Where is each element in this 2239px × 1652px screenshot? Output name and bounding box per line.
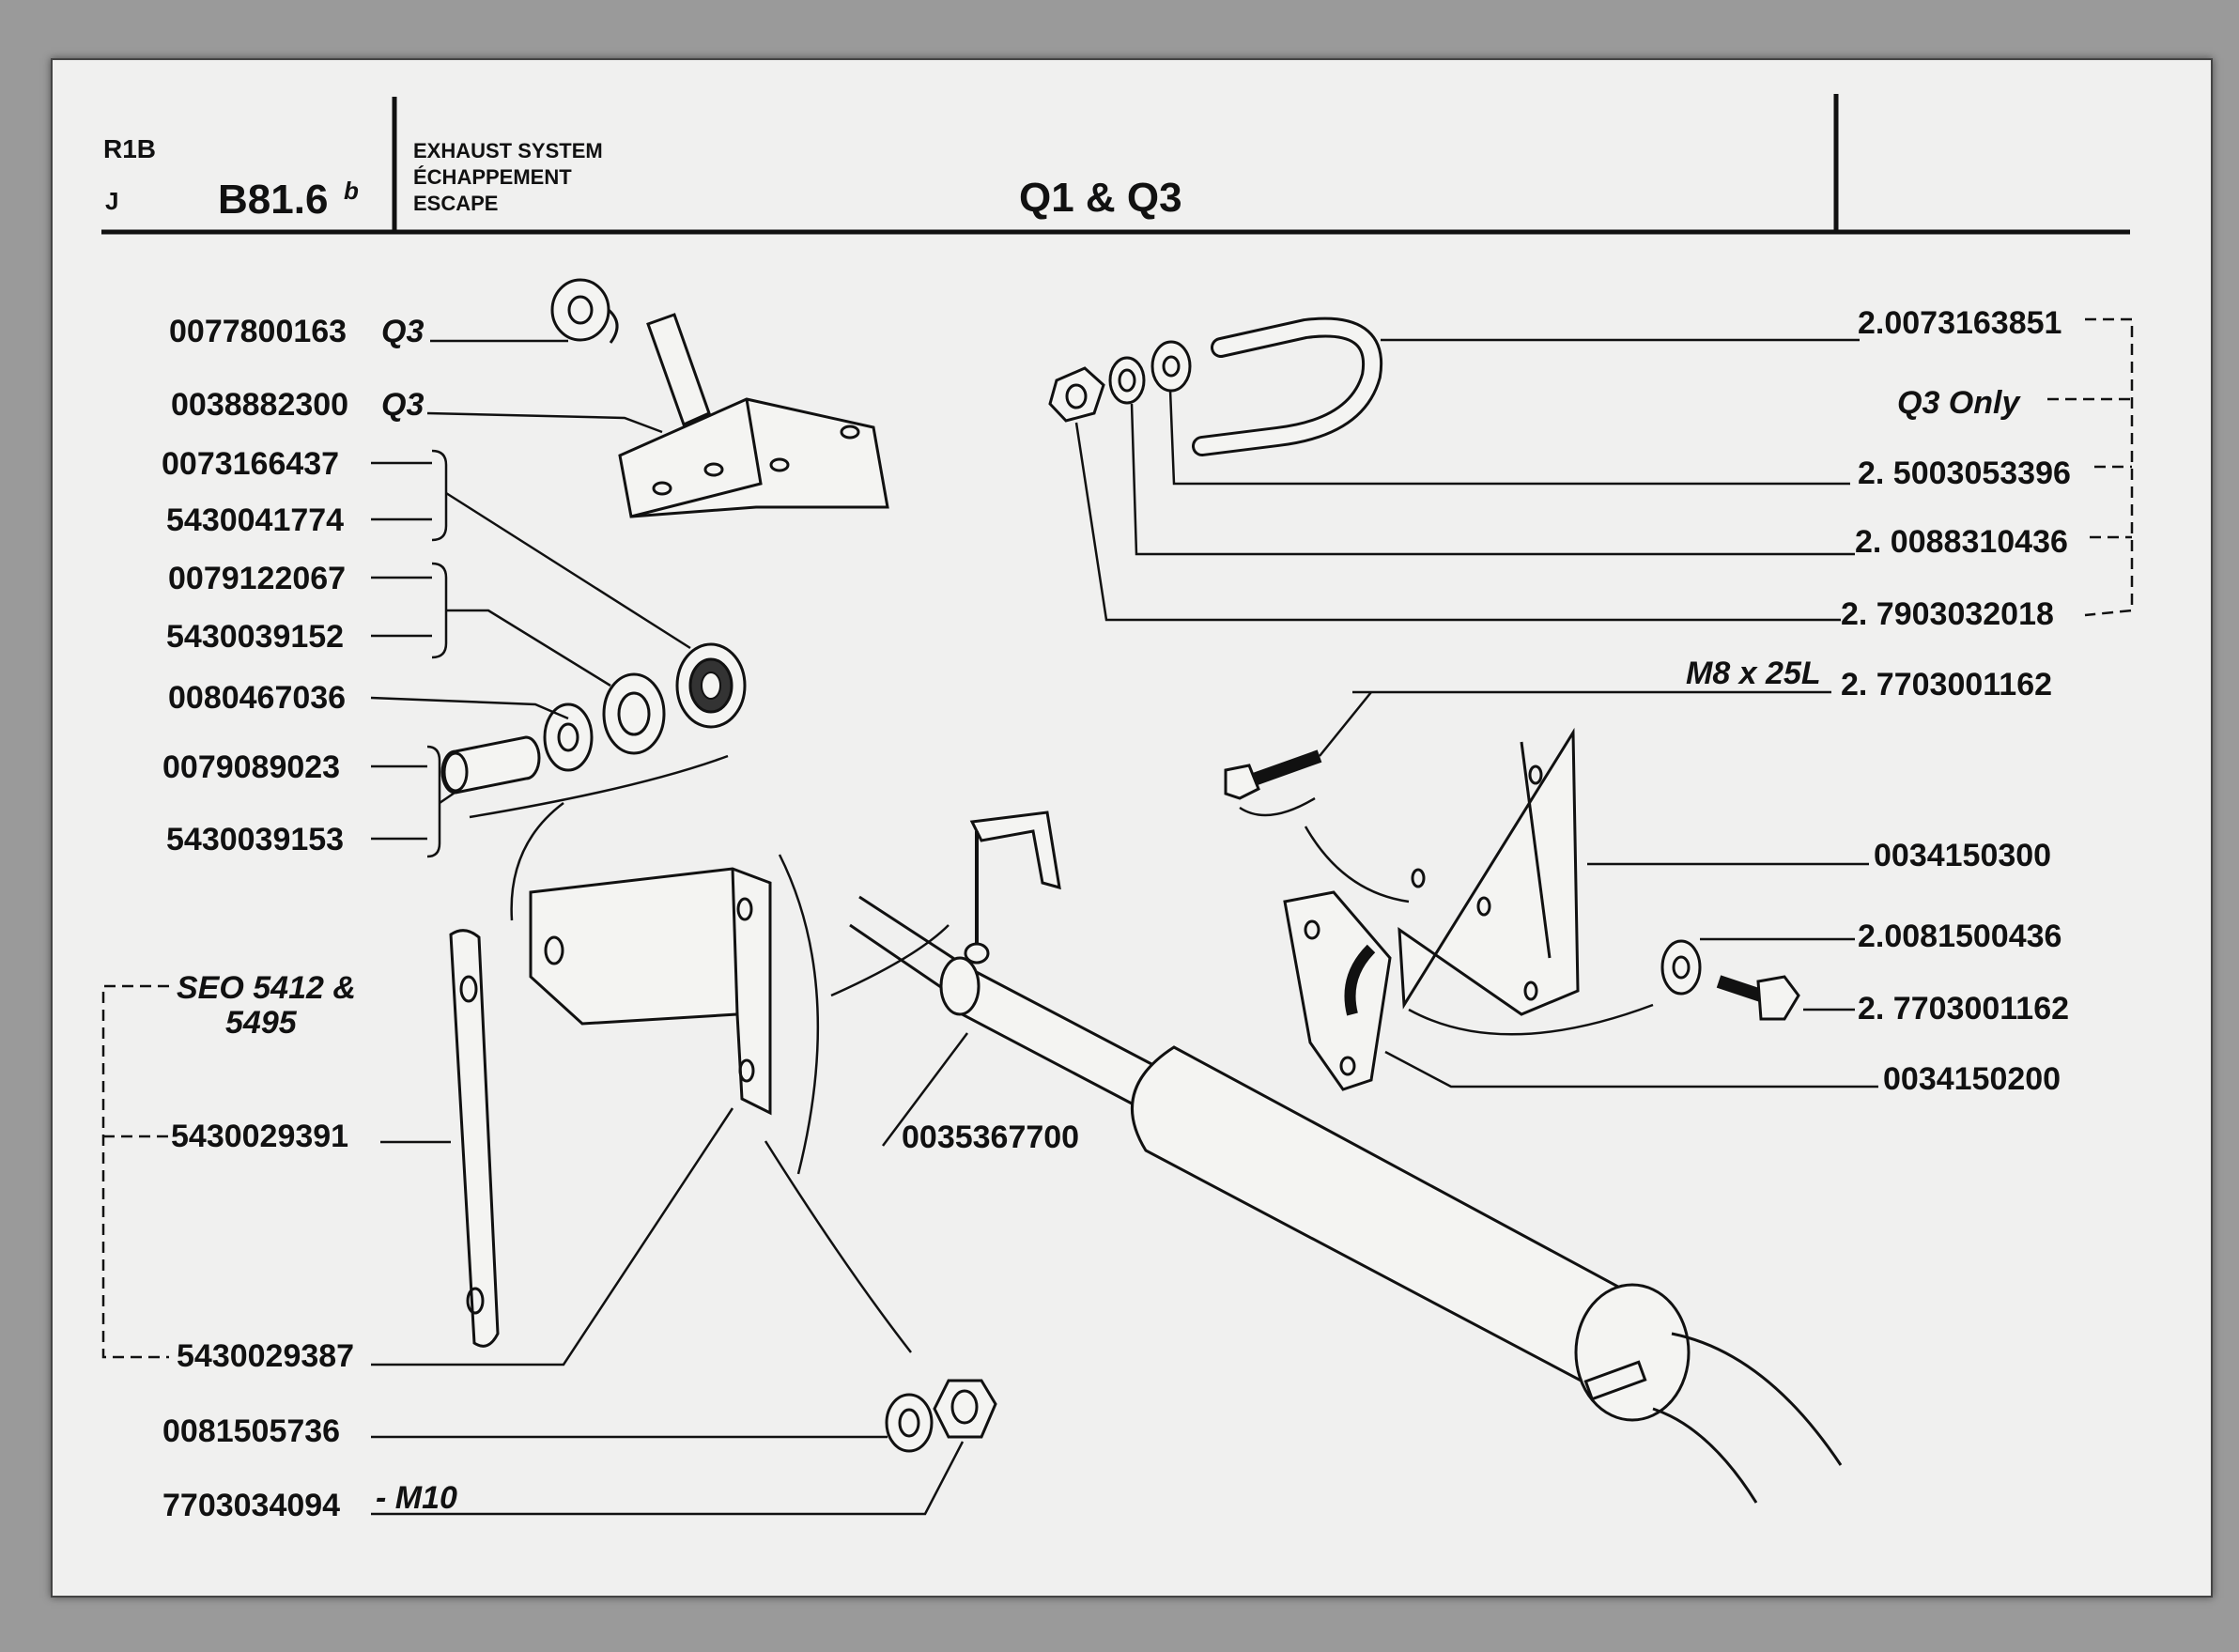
callouts-left: 0077800163 Q3 0038882300 Q3 0073166437 5… (162, 314, 1079, 1523)
arc-guides (469, 754, 1654, 1353)
variant-title: Q1 & Q3 (1019, 175, 1182, 221)
title-en: EXHAUST SYSTEM (413, 139, 603, 162)
leader-lines (370, 338, 1878, 1516)
label-7903032018: 2. 7903032018 (1841, 596, 2054, 632)
label-7703034094-note: - M10 (376, 1480, 457, 1516)
title-fr: ÉCHAPPEMENT (413, 165, 572, 189)
label-7703001162-top: 2. 7703001162 (1841, 667, 2052, 702)
label-0034150200: 0034150200 (1883, 1061, 2061, 1097)
bolt-m8-drawing (1224, 749, 1322, 800)
bracket-0034150300-drawing (1397, 727, 1580, 1016)
pipe-clamp-bracket-drawing (964, 811, 1061, 965)
q3-bracket-drawing (618, 313, 889, 518)
label-q3-only: Q3 Only (1897, 385, 2021, 421)
washer-bolt-right-drawing (1660, 939, 1800, 1021)
dashed-brackets (101, 317, 2134, 1359)
label-0035367700: 0035367700 (902, 1119, 1079, 1155)
label-0081500436: 2.0081500436 (1858, 919, 2061, 954)
label-0080467036: 0080467036 (168, 680, 346, 716)
page-code: B81.6 (218, 177, 328, 223)
hanger-bracket-drawing (529, 867, 772, 1116)
label-0038882300: 0038882300 (171, 387, 348, 423)
model-code: R1B (103, 134, 156, 163)
page-code-suffix: b (344, 177, 359, 205)
title-es: ESCAPE (413, 192, 498, 215)
model-sub: J (105, 187, 118, 215)
hanger-strap-drawing (449, 929, 500, 1348)
label-0079122067: 0079122067 (168, 561, 346, 596)
label-0073163851: 2.0073163851 (1858, 305, 2061, 341)
label-seo-line2: 5495 (225, 1005, 298, 1041)
exhaust-muffler-drawing (849, 895, 1843, 1504)
label-0073166437: 0073166437 (162, 446, 339, 482)
label-7703034094: 7703034094 (162, 1488, 340, 1523)
header: R1B J B81.6 b EXHAUST SYSTEM ÉCHAPPEMENT… (101, 94, 2130, 235)
label-5430039152: 5430039152 (166, 619, 344, 655)
label-5430039153: 5430039153 (166, 822, 344, 857)
label-5430029387: 5430029387 (177, 1338, 354, 1374)
u-bolt-drawing (1192, 317, 1383, 456)
label-bolt-spec: M8 x 25L (1686, 656, 1821, 691)
q3-washer-drawing (550, 278, 619, 344)
label-0081505736: 0081505736 (162, 1413, 340, 1449)
label-5003053396: 2. 5003053396 (1858, 455, 2071, 491)
u-bolt-nuts-drawing (1048, 340, 1192, 423)
label-0038882300-note: Q3 (381, 387, 424, 423)
label-5430041774: 5430041774 (166, 502, 344, 538)
bracket-0034150200-drawing (1283, 890, 1392, 1091)
label-0077800163-note: Q3 (381, 314, 424, 349)
label-0077800163: 0077800163 (169, 314, 347, 349)
catalog-sheet (51, 58, 2213, 1598)
callouts-right: 2.0073163851 Q3 Only 2. 5003053396 2. 00… (1686, 305, 2071, 1097)
label-0088310436: 2. 0088310436 (1855, 524, 2068, 560)
label-0079089023: 0079089023 (162, 749, 340, 785)
rubber-mount-stack-drawing (440, 642, 747, 795)
label-0034150300: 0034150300 (1874, 838, 2051, 873)
label-seo-line1: SEO 5412 & (177, 970, 356, 1006)
label-7703001162-bot: 2. 7703001162 (1858, 991, 2069, 1027)
nut-washer-bottom-drawing (885, 1379, 997, 1453)
label-5430029391: 5430029391 (171, 1119, 348, 1154)
